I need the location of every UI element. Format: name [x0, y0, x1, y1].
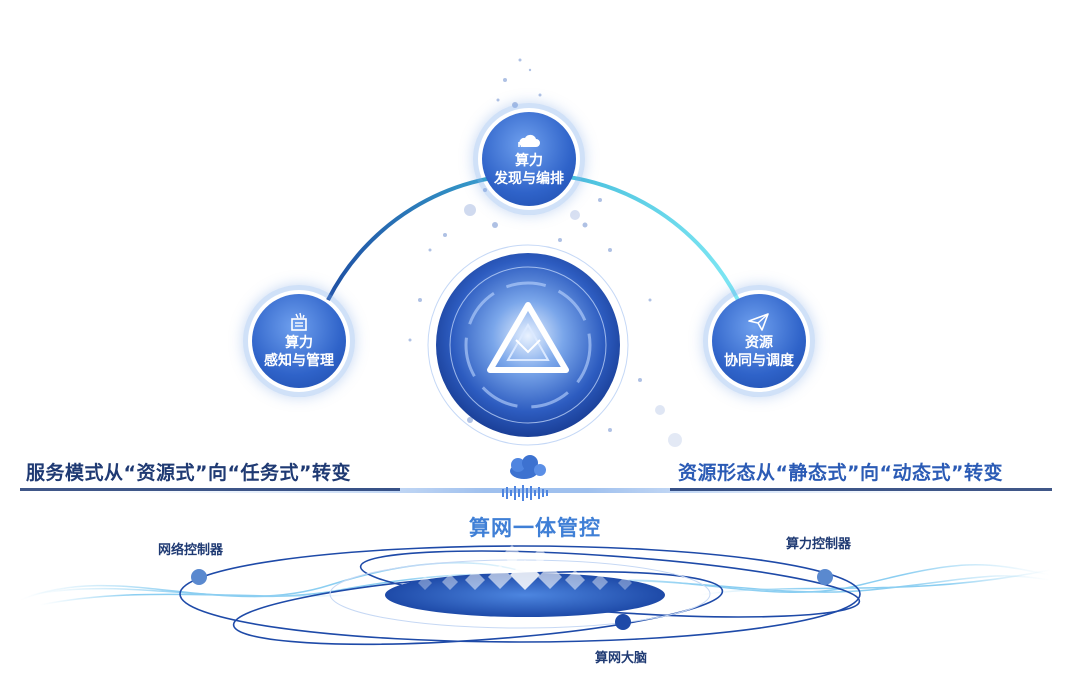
brain-dot	[615, 614, 631, 630]
node-ring	[703, 285, 815, 397]
label-brain: 算网大脑	[595, 651, 648, 666]
node-compute-discovery[interactable]: 算力 发现与编排	[473, 103, 585, 215]
center-title: 算网一体管控	[469, 516, 601, 540]
triangle-logo-icon	[487, 302, 569, 373]
node-resource-scheduling[interactable]: 资源 协同与调度	[703, 285, 815, 397]
slogan-right: 资源形态从“静态式”向“动态式”转变	[678, 462, 1003, 484]
label-network-controller: 网络控制器	[158, 543, 224, 558]
platform-disk	[385, 573, 665, 617]
node-compute-perception[interactable]: 算力 感知与管理	[243, 285, 355, 397]
slogan-left: 服务模式从“资源式”向“任务式”转变	[26, 462, 351, 484]
node-ring	[473, 103, 585, 215]
core-sphere	[436, 253, 620, 437]
label-compute-controller: 算力控制器	[786, 537, 852, 552]
diamond-cluster	[418, 545, 632, 590]
compute-controller-dot	[817, 569, 833, 585]
network-controller-dot	[191, 569, 207, 585]
waveform-icon	[502, 485, 548, 501]
node-ring	[243, 285, 355, 397]
cloud-icon	[510, 455, 546, 479]
